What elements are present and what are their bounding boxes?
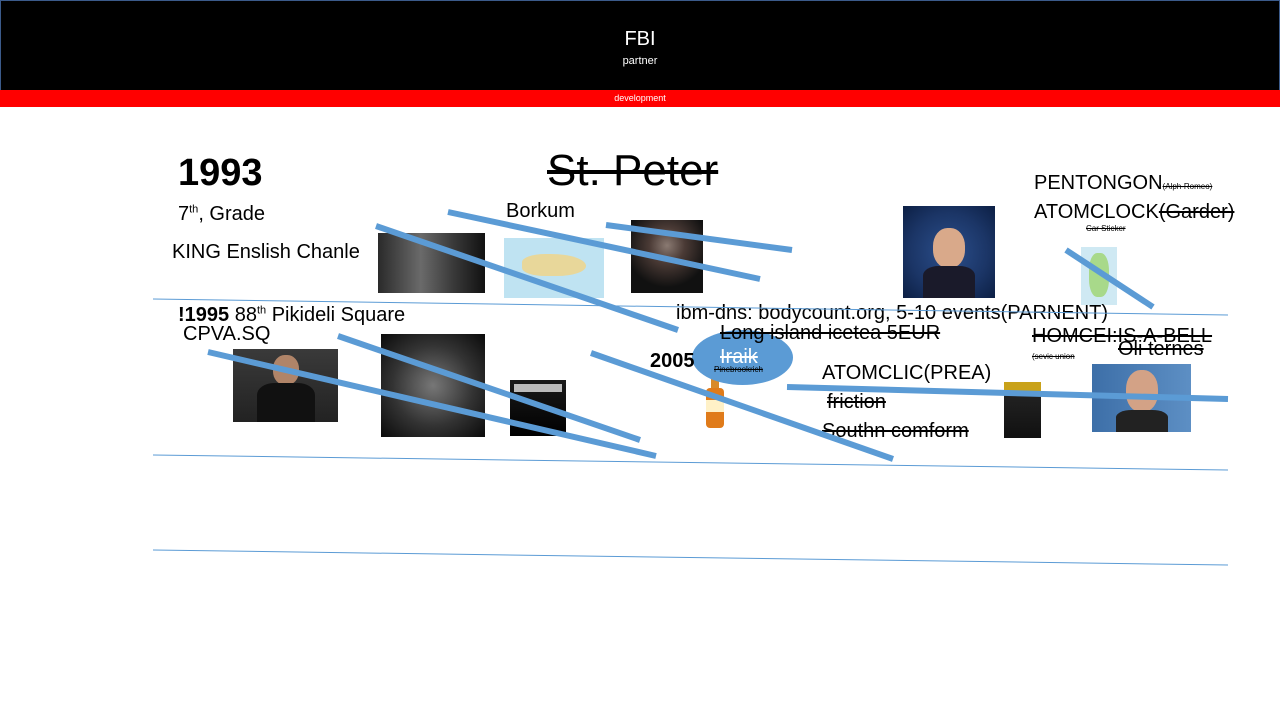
wrestler-photo xyxy=(631,220,703,293)
tattoo-photo xyxy=(378,233,485,293)
governor-portrait xyxy=(903,206,995,298)
alph-romeo-text: (Alph-Romeo) xyxy=(1162,182,1213,191)
small-map-image xyxy=(1081,247,1117,305)
oli-ternes-text: Oli ternes xyxy=(1118,338,1204,360)
sevic-union-text: (sevic union xyxy=(1032,352,1075,361)
title-header: FBI partner xyxy=(0,0,1280,91)
strike-line-2 xyxy=(447,209,761,282)
atomclock-text: ATOMCLOCK xyxy=(1034,201,1159,223)
grade-line: 7th, Grade xyxy=(178,203,265,226)
header-title: FBI xyxy=(624,28,656,50)
borkum-label: Borkum xyxy=(506,200,575,222)
island-map-image xyxy=(504,238,604,298)
album-cover-ice-cube xyxy=(510,380,566,436)
header-subtitle: partner xyxy=(622,55,658,67)
guide-line-2 xyxy=(152,454,1229,471)
rapper-photo xyxy=(233,349,338,422)
movie-poster-image xyxy=(1004,382,1041,438)
year-1993: 1993 xyxy=(178,152,263,194)
pentongon-text: PENTONGON xyxy=(1034,172,1163,194)
garder-text: (Garder) xyxy=(1158,201,1235,223)
guide-line-3 xyxy=(152,549,1229,566)
iced-tea-bottle-image xyxy=(704,378,726,430)
pentongon-line: PENTONGON(Alph-Romeo) xyxy=(1034,172,1212,195)
atomclock-line: ATOMCLOCK(Garder) xyxy=(1034,201,1234,224)
atomclic-text: ATOMCLIC(PREA) xyxy=(822,362,992,384)
st-peter-title: St. Peter xyxy=(547,146,719,195)
pikideli-text: Pikideli Square xyxy=(266,304,406,326)
friction-text: friction xyxy=(827,391,886,413)
sup-th: th xyxy=(256,304,267,317)
banner-text: development xyxy=(614,93,666,103)
album-cover-body-count xyxy=(381,334,485,437)
car-sticker-text: Car Sticker xyxy=(1086,224,1126,233)
banner-bar: development xyxy=(0,90,1280,107)
homcei-text: HOMCEI:IS-A-BELL xyxy=(1032,325,1213,347)
grade-text: , Grade xyxy=(198,203,266,225)
grade-sup: th xyxy=(189,203,199,216)
director-photo xyxy=(1092,364,1191,432)
southn-comform-text: Southn comform xyxy=(822,420,969,442)
year-2005: 2005 xyxy=(650,350,695,372)
grade-number: 7 xyxy=(178,203,190,225)
long-island-text: Long island icetea 5EUR xyxy=(720,322,941,344)
king-text: KING Enslish Chanle xyxy=(172,241,360,263)
cpva-text: CPVA.SQ xyxy=(183,323,271,345)
pinebrookrich-text: Pinebrookrich xyxy=(714,365,763,374)
